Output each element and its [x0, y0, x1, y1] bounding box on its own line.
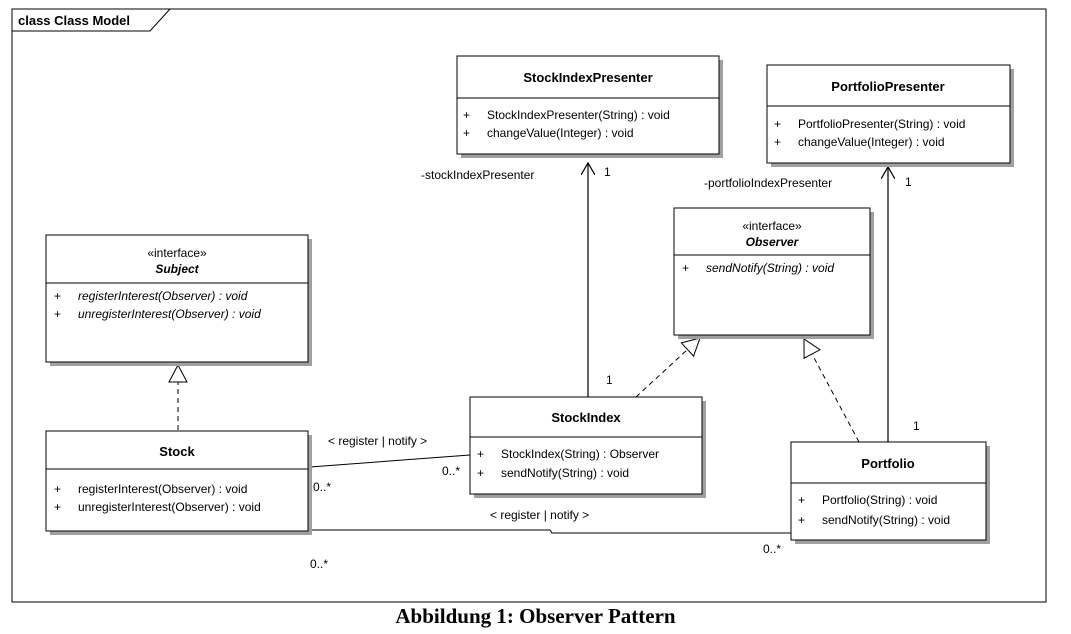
multiplicity-label: 0..*	[310, 557, 328, 571]
op-signature: unregisterInterest(Observer) : void	[78, 307, 261, 321]
op-visibility: +	[798, 493, 805, 507]
class-stockindex[interactable]: StockIndex + StockIndex(String) : Observ…	[469, 396, 706, 498]
connectors	[168, 163, 888, 534]
association-name-label: < register | notify >	[328, 434, 427, 448]
class-diagram: class Class Model StockIndexPresenter + …	[11, 8, 1047, 603]
op-visibility: +	[54, 289, 61, 303]
multiplicity-label: 1	[905, 175, 912, 189]
figure-caption: Abbildung 1: Observer Pattern	[395, 604, 676, 628]
frame-title: class Class Model	[18, 13, 130, 28]
op-visibility: +	[54, 500, 61, 514]
class-subject-interface[interactable]: «interface» Subject + registerInterest(O…	[45, 234, 312, 366]
role-label: -stockIndexPresenter	[421, 168, 534, 182]
stock-stockindex-association	[309, 454, 471, 468]
op-signature: registerInterest(Observer) : void	[78, 482, 247, 496]
class-portfoliopresenter[interactable]: PortfolioPresenter + PortfolioPresenter(…	[766, 64, 1014, 167]
class-name: Portfolio	[861, 456, 914, 471]
op-visibility: +	[54, 482, 61, 496]
stereotype-label: «interface»	[742, 219, 802, 233]
op-visibility: +	[798, 513, 805, 527]
multiplicity-label: 1	[606, 373, 613, 387]
op-visibility: +	[774, 135, 781, 149]
op-visibility: +	[54, 307, 61, 321]
class-stockindexpresenter[interactable]: StockIndexPresenter + StockIndexPresente…	[456, 55, 723, 158]
role-label: -portfolioIndexPresenter	[704, 176, 832, 190]
class-name: StockIndexPresenter	[523, 70, 652, 85]
association-name-label: < register | notify >	[490, 508, 589, 522]
multiplicity-label: 0..*	[313, 480, 331, 494]
class-stock[interactable]: Stock + registerInterest(Observer) : voi…	[45, 430, 312, 535]
op-visibility: +	[477, 466, 484, 480]
class-name: Stock	[159, 444, 195, 459]
portfolio-observer-realization	[803, 338, 860, 443]
connector-labels: -stockIndexPresenter 1 -portfolioIndexPr…	[310, 165, 920, 571]
op-signature: unregisterInterest(Observer) : void	[78, 500, 261, 514]
op-signature: StockIndexPresenter(String) : void	[487, 108, 670, 122]
op-visibility: +	[774, 117, 781, 131]
diagram-frame: class Class Model	[11, 8, 1047, 603]
op-signature: changeValue(Integer) : void	[487, 126, 634, 140]
stock-portfolio-association	[310, 529, 791, 534]
class-name: StockIndex	[551, 410, 621, 425]
stereotype-label: «interface»	[147, 246, 207, 260]
op-visibility: +	[682, 261, 689, 275]
multiplicity-label: 1	[604, 165, 611, 179]
class-name: Subject	[155, 262, 199, 276]
op-signature: changeValue(Integer) : void	[798, 135, 945, 149]
class-observer-interface[interactable]: «interface» Observer + sendNotify(String…	[673, 207, 874, 339]
op-signature: sendNotify(String) : void	[706, 261, 834, 275]
class-name: PortfolioPresenter	[831, 79, 944, 94]
multiplicity-label: 0..*	[763, 542, 781, 556]
multiplicity-label: 1	[913, 419, 920, 433]
op-visibility: +	[463, 108, 470, 122]
op-visibility: +	[477, 447, 484, 461]
stockindex-observer-realization	[635, 337, 701, 398]
op-visibility: +	[463, 126, 470, 140]
op-signature: registerInterest(Observer) : void	[78, 289, 248, 303]
op-signature: StockIndex(String) : Observer	[501, 447, 659, 461]
op-signature: PortfolioPresenter(String) : void	[798, 117, 965, 131]
op-signature: sendNotify(String) : void	[822, 513, 950, 527]
multiplicity-label: 0..*	[442, 464, 460, 478]
class-name: Observer	[746, 235, 800, 249]
op-signature: sendNotify(String) : void	[501, 466, 629, 480]
class-portfolio[interactable]: Portfolio + Portfolio(String) : void + s…	[790, 441, 990, 544]
op-signature: Portfolio(String) : void	[822, 493, 937, 507]
